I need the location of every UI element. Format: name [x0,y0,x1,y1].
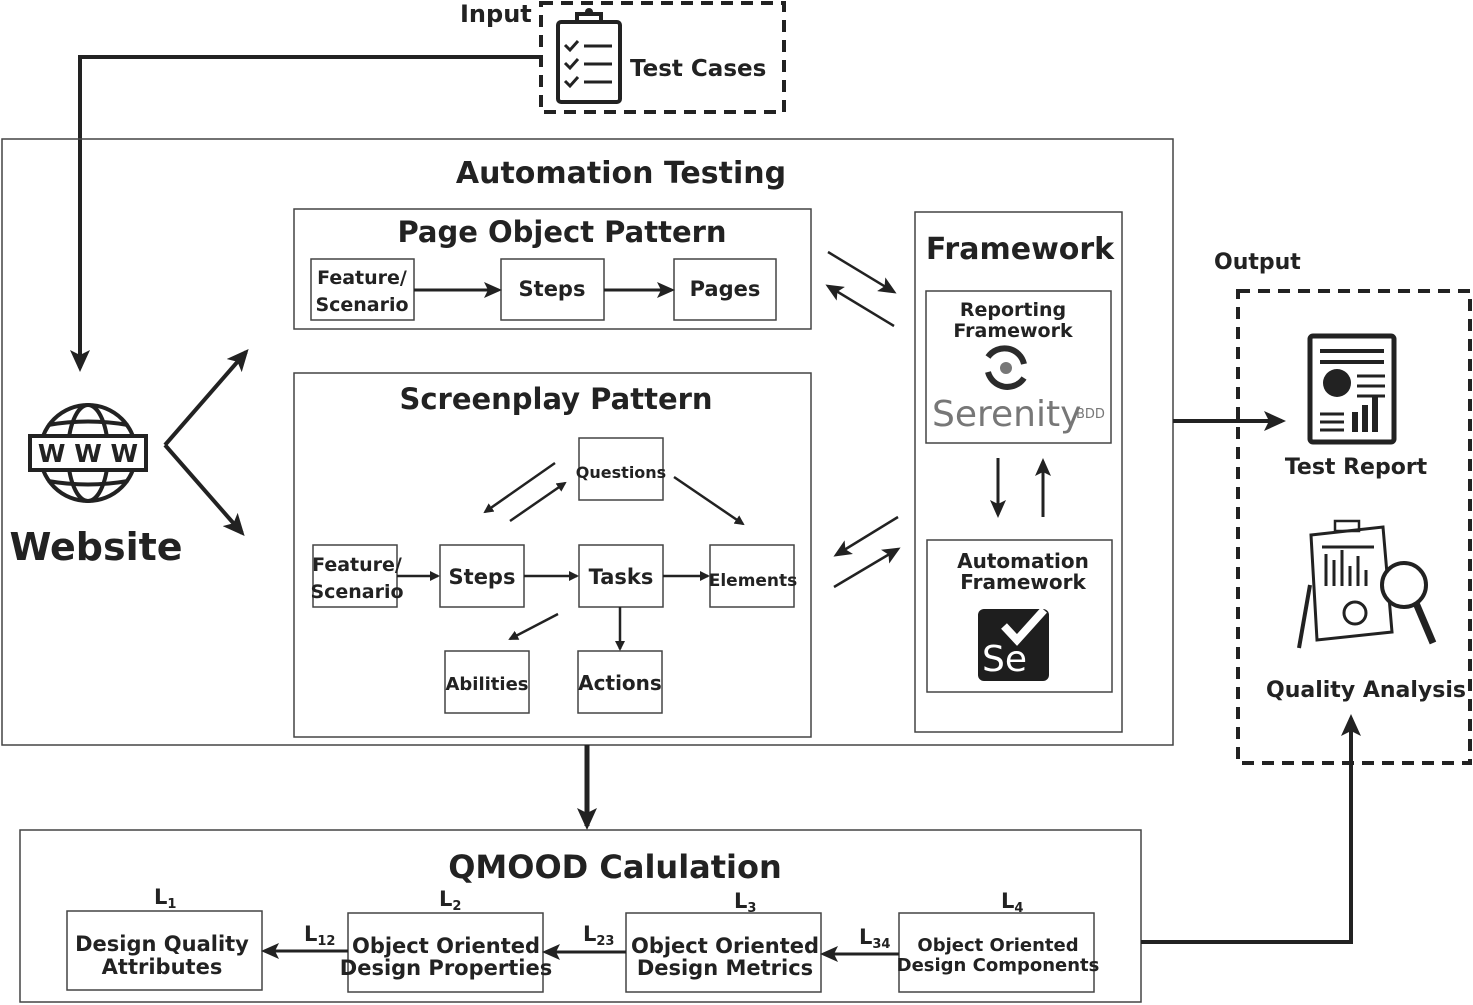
output-box [1236,289,1472,765]
level-4-line1: Object Oriented [917,935,1078,956]
bdd-label: BDD [1076,407,1105,422]
reporting-framework-box [925,290,1112,444]
automation-fw-line1: Automation [957,549,1089,573]
level-3-line1: Object Oriented [631,934,819,958]
quality-analysis-icon [1297,519,1437,649]
po-pages-label: Pages [690,277,761,301]
level-2-label: L2 [439,887,461,914]
qmood-container [19,829,1142,1003]
selenium-label: Se [982,639,1027,680]
link-23-label: L23 [583,922,614,949]
framework-to-po-arrow [825,284,895,328]
po-steps-label: Steps [519,277,586,301]
link-34-label: L34 [859,925,890,952]
input-to-website-arrow [70,55,541,372]
input-label: Input [460,0,532,28]
level-4-label: L4 [1001,889,1023,916]
website-to-screenplay-arrow [163,443,245,537]
sp-actions-label: Actions [578,671,662,695]
framework-title: Framework [926,232,1115,267]
sp-questions-to-elements-arrow [673,475,745,526]
sp-abilities-box [444,650,530,714]
po-feature-line1: Feature/ [317,267,407,289]
sp-to-framework-arrow [833,547,901,589]
serenity-logo-icon [985,345,1027,390]
level-1-line2: Attributes [102,955,223,979]
selenium-logo-icon [978,607,1049,681]
level-1-line1: Design Quality [75,932,249,956]
sp-steps-label: Steps [449,565,516,589]
framework-panel [914,211,1123,733]
screenplay-panel [293,372,812,738]
clipboard-icon [556,8,622,104]
qmood-to-quality-analysis-arrow [1141,714,1361,944]
sp-elements-box [709,544,795,608]
automation-title: Automation Testing [456,156,786,191]
po-feature-line2: Scenario [315,294,408,316]
screenplay-title: Screenplay Pattern [399,382,712,416]
link-12-label: L12 [304,922,335,949]
sp-feature-line2: Scenario [310,581,403,603]
qmood-title: QMOOD Calulation [448,848,782,886]
test-cases-label: Test Cases [630,56,766,82]
globe-icon [28,403,148,503]
level-2-line1: Object Oriented [352,934,540,958]
quality-analysis-label: Quality Analysis [1266,678,1466,703]
reporting-line2: Framework [953,320,1073,342]
www-label: W W W [38,439,138,468]
sp-questions-to-steps-arrow [483,461,556,514]
sp-elements-label: Elements [709,571,798,591]
sp-feature-line1: Feature/ [312,554,402,576]
framework-to-sp-arrow [833,515,899,557]
serenity-label: Serenity [932,394,1081,435]
sp-questions-box [578,437,664,501]
sp-questions-label: Questions [576,463,666,482]
website-label: Website [9,525,182,569]
level-3-line2: Design Metrics [637,956,813,980]
automation-framework-box [926,539,1113,693]
level-4-line2: Design Components [897,955,1100,976]
sp-abilities-label: Abilities [445,674,528,695]
page-object-title: Page Object Pattern [397,215,726,249]
test-report-label: Test Report [1285,455,1428,480]
sp-actions-box [577,650,663,714]
report-icon [1307,333,1397,445]
level-2-line2: Design Properties [340,956,552,980]
page-object-panel [293,208,812,330]
automation-fw-line2: Framework [960,570,1086,594]
website-to-page-object-arrow [163,348,249,447]
sp-tasks-label: Tasks [589,565,654,589]
level-1-label: L1 [154,885,176,912]
sp-steps-to-questions-arrow [509,481,567,523]
output-label: Output [1214,250,1301,275]
po-to-framework-arrow [827,250,897,294]
reporting-line1: Reporting [960,299,1066,321]
sp-tasks-to-abilities-arrow [508,612,559,641]
level-3-label: L3 [734,889,756,916]
